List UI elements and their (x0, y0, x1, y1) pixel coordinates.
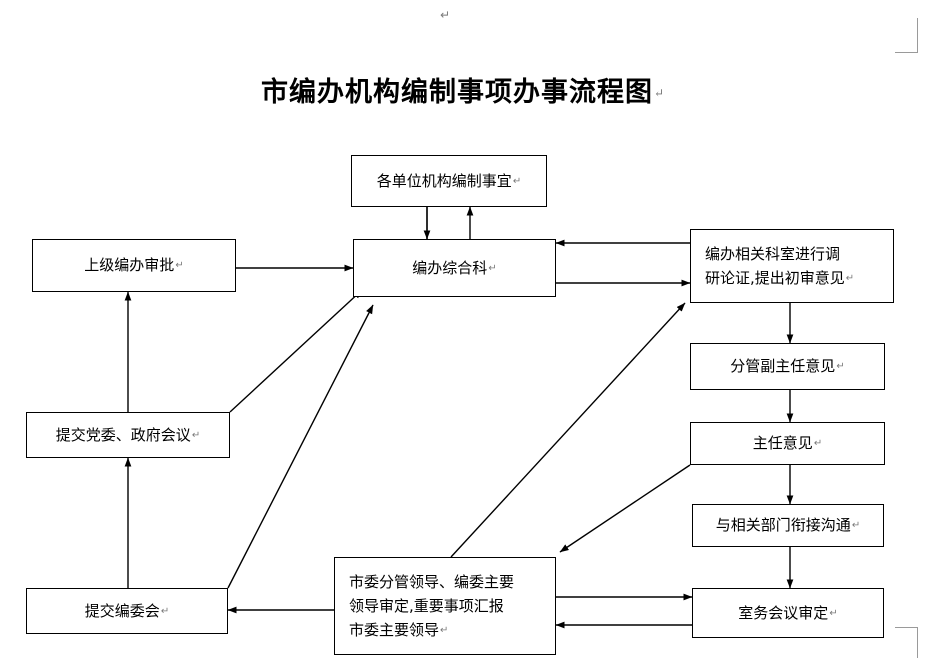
node-party-gov-meeting[interactable]: 提交党委、政府会议↵ (26, 412, 230, 458)
paragraph-mark: ↵ (175, 260, 184, 271)
paragraph-mark-top: ↵ (440, 8, 451, 22)
paragraph-mark: ↵ (512, 175, 522, 187)
node-committee-meeting-label: 提交编委会 (84, 601, 160, 620)
node-director-label: 主任意见 (752, 434, 813, 452)
node-general-section-label: 编办综合科 (412, 258, 488, 277)
page-corner-mark-top-right (895, 18, 918, 53)
node-research-section-line2: 研论证,提出初审意见 (705, 268, 845, 287)
node-municipal-leaders-line3: 市委主要领导 (349, 620, 440, 639)
edge-municipal-to-research (450, 302, 686, 558)
node-municipal-leaders-line1: 市委分管领导、编委主要 (349, 572, 515, 591)
page-title: 市编办机构编制事项办事流程图↵ (0, 70, 926, 109)
paragraph-mark: ↵ (813, 438, 823, 449)
node-research-section-line1: 编办相关科室进行调 (705, 244, 841, 263)
page-corner-mark-bottom-right (895, 627, 918, 658)
page-title-text: 市编办机构编制事项办事流程图 (260, 77, 653, 108)
node-municipal-leaders-line2: 领导审定,重要事项汇报 (349, 596, 504, 615)
node-deputy-director[interactable]: 分管副主任意见↵ (690, 343, 885, 390)
edge-party-to-general (229, 289, 363, 413)
node-dept-coordination-label: 与相关部门衔接沟通 (715, 516, 851, 534)
paragraph-mark: ↵ (851, 520, 861, 531)
node-deputy-director-label: 分管副主任意见 (730, 357, 836, 375)
paragraph-mark: ↵ (836, 361, 845, 372)
node-superior-approval-label: 上级编办审批 (84, 256, 175, 274)
paragraph-mark: ↵ (160, 605, 170, 617)
node-units-affairs[interactable]: 各单位机构编制事宜↵ (351, 155, 547, 207)
node-party-gov-meeting-label: 提交党委、政府会议 (55, 425, 191, 444)
edge-committee-to-general (227, 304, 374, 589)
paragraph-mark: ↵ (829, 607, 838, 619)
node-director[interactable]: 主任意见↵ (690, 422, 885, 465)
node-committee-meeting[interactable]: 提交编委会↵ (26, 588, 228, 634)
node-office-meeting[interactable]: 室务会议审定↵ (692, 588, 884, 638)
node-superior-approval[interactable]: 上级编办审批↵ (32, 239, 236, 292)
node-general-section[interactable]: 编办综合科↵ (353, 239, 556, 297)
paragraph-mark: ↵ (845, 272, 855, 284)
node-office-meeting-label: 室务会议审定 (738, 603, 829, 622)
node-units-affairs-label: 各单位机构编制事宜 (376, 171, 512, 190)
node-research-section[interactable]: 编办相关科室进行调 研论证,提出初审意见↵ (690, 229, 894, 303)
node-dept-coordination[interactable]: 与相关部门衔接沟通↵ (692, 504, 884, 547)
paragraph-mark-title: ↵ (653, 86, 666, 100)
paragraph-mark: ↵ (440, 624, 449, 636)
edge-director-to-municipal (559, 464, 691, 553)
paragraph-mark: ↵ (191, 429, 201, 441)
paragraph-mark: ↵ (488, 262, 497, 274)
node-municipal-leaders[interactable]: 市委分管领导、编委主要 领导审定,重要事项汇报 市委主要领导↵ (334, 557, 556, 655)
